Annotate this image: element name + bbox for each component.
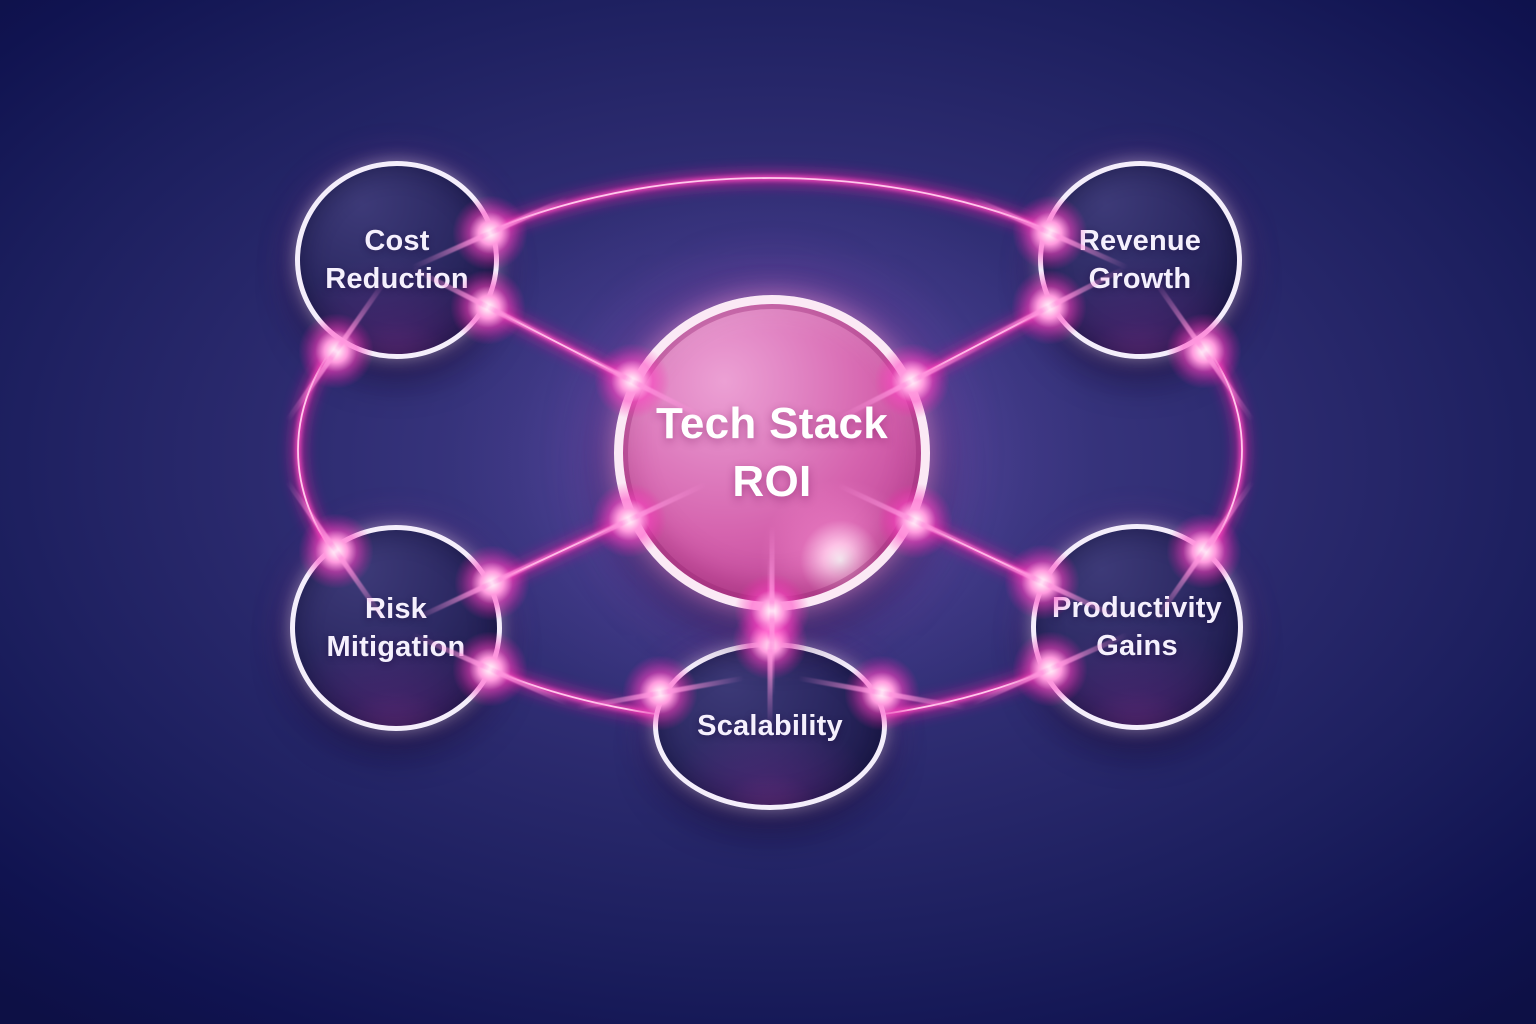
node-cost-reduction-label: Cost Reduction — [325, 222, 469, 298]
node-productivity-gains: Productivity Gains — [1031, 524, 1243, 730]
node-tech-stack-roi-label: Tech Stack ROI — [656, 395, 888, 511]
node-scalability-label: Scalability — [697, 707, 843, 745]
node-cost-reduction: Cost Reduction — [295, 161, 499, 359]
center-label-line1: Tech Stack — [655, 399, 889, 448]
node-risk-mitigation-line1: Risk — [364, 593, 428, 625]
node-revenue-growth-line1: Revenue — [1078, 225, 1202, 257]
node-productivity-gains-label: Productivity Gains — [1052, 589, 1222, 665]
node-risk-mitigation-line2: Mitigation — [326, 631, 466, 663]
node-scalability: Scalability — [653, 642, 887, 810]
node-tech-stack-roi: Tech Stack ROI — [614, 295, 930, 611]
node-revenue-growth-line2: Growth — [1088, 263, 1192, 295]
node-risk-mitigation: Risk Mitigation — [290, 525, 502, 731]
node-cost-reduction-line2: Reduction — [325, 263, 469, 295]
node-revenue-growth-label: Revenue Growth — [1079, 222, 1201, 298]
node-productivity-gains-line2: Gains — [1096, 630, 1178, 662]
node-scalability-line1: Scalability — [697, 710, 843, 742]
center-label-line2: ROI — [732, 457, 812, 506]
node-revenue-growth: Revenue Growth — [1038, 161, 1242, 359]
node-productivity-gains-line1: Productivity — [1052, 592, 1222, 624]
node-risk-mitigation-label: Risk Mitigation — [327, 590, 466, 666]
node-cost-reduction-line1: Cost — [364, 225, 430, 257]
